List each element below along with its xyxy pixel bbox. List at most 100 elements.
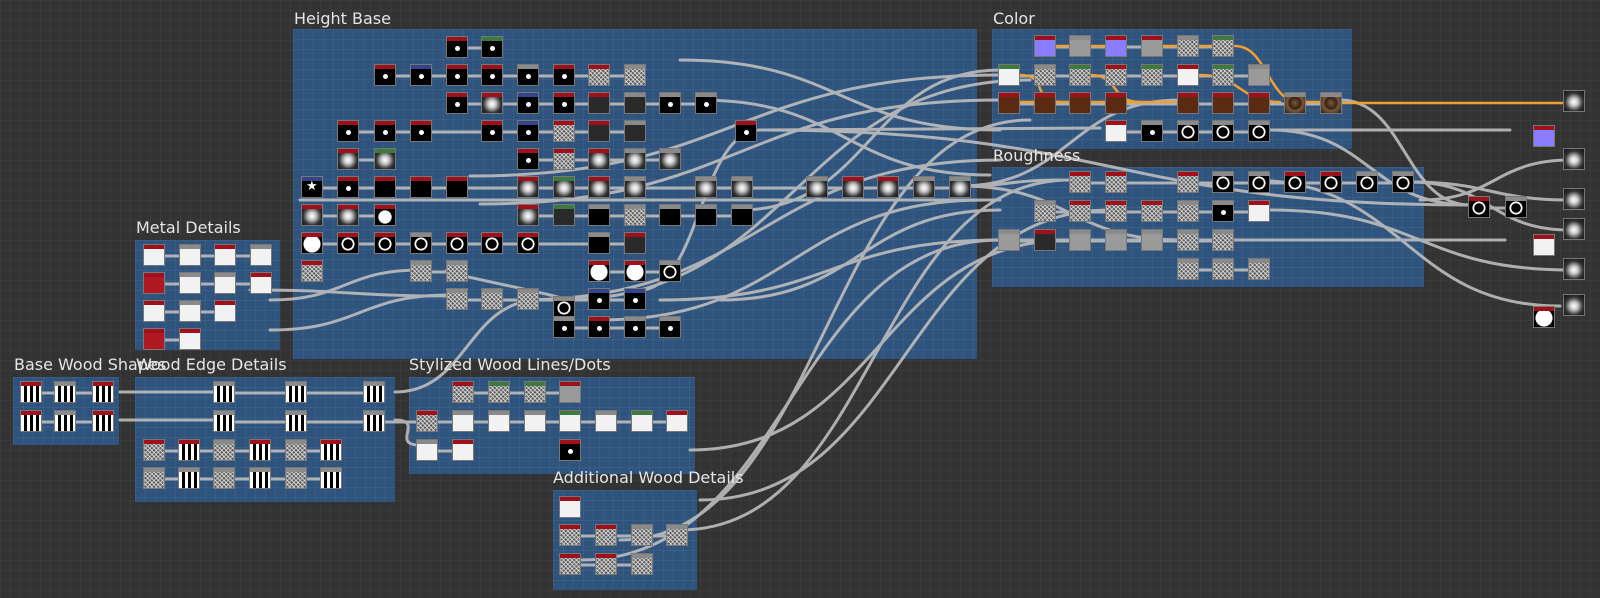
graph-node[interactable] <box>517 92 539 114</box>
graph-node[interactable] <box>213 467 235 489</box>
graph-node[interactable] <box>588 92 610 114</box>
graph-node[interactable] <box>92 410 114 432</box>
graph-node[interactable] <box>446 64 468 86</box>
graph-node[interactable] <box>1034 64 1056 86</box>
graph-node[interactable] <box>588 260 610 282</box>
graph-node[interactable] <box>553 148 575 170</box>
graph-node[interactable] <box>1034 35 1056 57</box>
graph-node[interactable] <box>517 176 539 198</box>
graph-node[interactable] <box>624 176 646 198</box>
graph-node[interactable] <box>1533 306 1555 328</box>
graph-node[interactable] <box>659 260 681 282</box>
graph-node[interactable] <box>624 92 646 114</box>
graph-node[interactable] <box>143 272 165 294</box>
graph-node[interactable] <box>998 92 1020 114</box>
graph-node[interactable] <box>517 148 539 170</box>
graph-node[interactable] <box>842 176 864 198</box>
graph-node[interactable] <box>143 300 165 322</box>
graph-node[interactable] <box>337 232 359 254</box>
graph-node[interactable] <box>1177 120 1199 142</box>
graph-node[interactable] <box>1212 92 1234 114</box>
graph-node[interactable] <box>1212 120 1234 142</box>
graph-node[interactable] <box>374 176 396 198</box>
graph-node[interactable] <box>488 410 510 432</box>
graph-node[interactable] <box>337 148 359 170</box>
graph-node[interactable] <box>1468 196 1490 218</box>
output-node[interactable] <box>1563 294 1585 316</box>
graph-node[interactable] <box>1105 92 1127 114</box>
graph-node[interactable] <box>410 120 432 142</box>
graph-node[interactable] <box>249 467 271 489</box>
graph-node[interactable] <box>1320 92 1342 114</box>
graph-node[interactable] <box>1141 64 1163 86</box>
graph-node[interactable] <box>446 260 468 282</box>
graph-node[interactable] <box>553 176 575 198</box>
graph-node[interactable] <box>320 439 342 461</box>
graph-node[interactable] <box>1212 35 1234 57</box>
graph-node[interactable] <box>488 381 510 403</box>
graph-node[interactable] <box>410 176 432 198</box>
graph-node[interactable] <box>1177 229 1199 251</box>
graph-node[interactable] <box>179 328 201 350</box>
output-node[interactable] <box>1563 188 1585 210</box>
graph-node[interactable] <box>1141 120 1163 142</box>
graph-node[interactable] <box>301 232 323 254</box>
graph-node[interactable] <box>481 36 503 58</box>
graph-node[interactable] <box>143 244 165 266</box>
graph-node[interactable] <box>913 176 935 198</box>
graph-node[interactable] <box>659 92 681 114</box>
graph-node[interactable] <box>1212 171 1234 193</box>
graph-node[interactable] <box>1177 258 1199 280</box>
graph-node[interactable] <box>143 439 165 461</box>
graph-node[interactable] <box>624 260 646 282</box>
graph-node[interactable] <box>588 232 610 254</box>
graph-node[interactable] <box>363 381 385 403</box>
graph-node[interactable] <box>1105 64 1127 86</box>
graph-node[interactable] <box>1069 200 1091 222</box>
graph-node[interactable] <box>1248 120 1270 142</box>
graph-node[interactable] <box>1105 120 1127 142</box>
graph-node[interactable] <box>285 410 307 432</box>
graph-node[interactable] <box>1284 92 1306 114</box>
graph-node[interactable] <box>631 524 653 546</box>
graph-node[interactable] <box>446 288 468 310</box>
graph-node[interactable] <box>1284 171 1306 193</box>
output-node[interactable] <box>1563 148 1585 170</box>
graph-node[interactable] <box>481 120 503 142</box>
output-node[interactable] <box>1563 258 1585 280</box>
graph-node[interactable] <box>1533 125 1555 147</box>
graph-node[interactable] <box>1248 171 1270 193</box>
graph-node[interactable] <box>735 120 757 142</box>
graph-node[interactable] <box>92 381 114 403</box>
graph-node[interactable] <box>631 553 653 575</box>
graph-node[interactable] <box>517 232 539 254</box>
graph-node[interactable] <box>1212 64 1234 86</box>
graph-node[interactable] <box>553 204 575 226</box>
graph-node[interactable] <box>446 92 468 114</box>
graph-node[interactable] <box>1248 64 1270 86</box>
graph-node[interactable] <box>553 64 575 86</box>
graph-node[interactable] <box>806 176 828 198</box>
graph-node[interactable] <box>624 288 646 310</box>
graph-node[interactable] <box>595 524 617 546</box>
graph-node[interactable] <box>624 316 646 338</box>
graph-node[interactable] <box>213 410 235 432</box>
graph-node[interactable] <box>374 148 396 170</box>
graph-node[interactable] <box>1212 258 1234 280</box>
graph-node[interactable] <box>559 439 581 461</box>
graph-node[interactable] <box>1141 229 1163 251</box>
graph-node[interactable] <box>481 64 503 86</box>
graph-node[interactable] <box>588 316 610 338</box>
graph-node[interactable] <box>1392 171 1414 193</box>
graph-node[interactable] <box>517 204 539 226</box>
graph-node[interactable] <box>624 232 646 254</box>
graph-node[interactable] <box>416 410 438 432</box>
graph-node[interactable] <box>481 232 503 254</box>
graph-node[interactable] <box>1177 171 1199 193</box>
graph-node[interactable] <box>659 316 681 338</box>
graph-node[interactable] <box>731 176 753 198</box>
graph-node[interactable] <box>624 204 646 226</box>
graph-node[interactable] <box>588 64 610 86</box>
graph-node[interactable] <box>1533 234 1555 256</box>
graph-node[interactable] <box>524 381 546 403</box>
